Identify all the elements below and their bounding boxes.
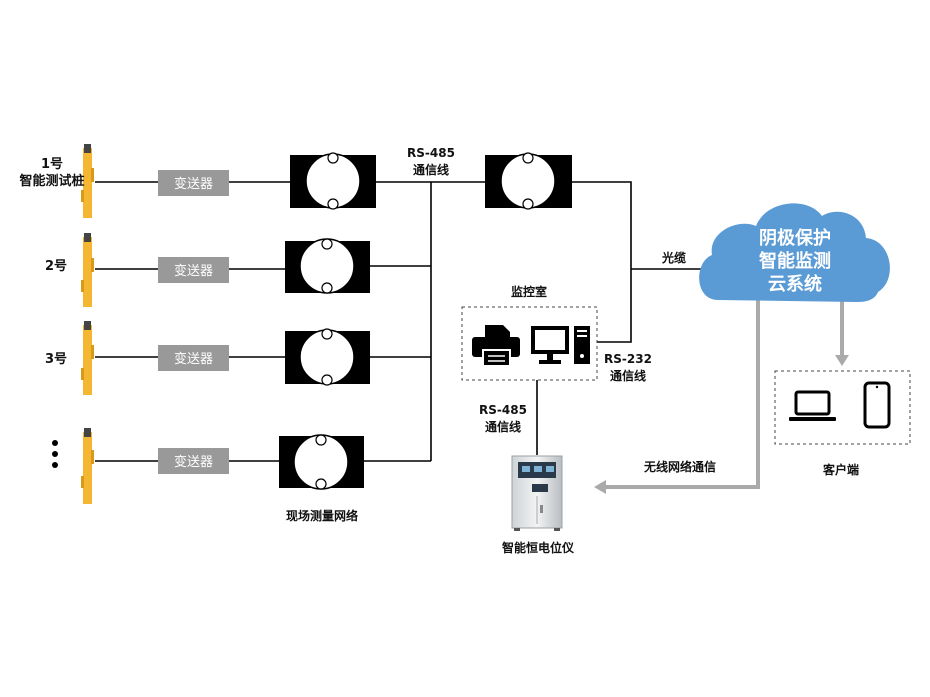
connection-lines (95, 181, 708, 462)
monitor-room-box (461, 306, 598, 381)
monitor-room-label: 监控室 (511, 284, 547, 299)
transmitter-3-label: 变送器 (174, 351, 213, 367)
test-pile-3 (81, 321, 94, 395)
desktop-computer-icon (531, 326, 590, 364)
coupler-main (485, 152, 572, 210)
pile-1-label-number: 1号 (41, 157, 63, 172)
test-pile-1 (81, 144, 94, 218)
potentiostat-label: 智能恒电位仪 (501, 540, 575, 555)
cloud-label-1: 阴极保护 (759, 227, 831, 249)
transmitter-4: 变送器 (158, 448, 229, 474)
rs232-label-2: 通信线 (610, 368, 646, 383)
coupler-1 (290, 152, 376, 210)
test-pile-2 (81, 233, 94, 307)
pile-3-label: 3号 (45, 352, 67, 367)
cloud-label-3: 云系统 (768, 273, 822, 295)
more-piles-dots (52, 440, 58, 468)
transmitter-4-label: 变送器 (174, 454, 213, 470)
transmitter-3: 变送器 (158, 345, 229, 371)
wireless-arrow (594, 300, 760, 494)
field-network-label: 现场测量网络 (286, 508, 358, 523)
rs232-label-1: RS-232 (604, 352, 652, 366)
fiber-label: 光缆 (661, 250, 686, 265)
transmitter-2-label: 变送器 (174, 263, 213, 279)
transmitter-1-label: 变送器 (174, 176, 213, 192)
transmitter-1: 变送器 (158, 170, 229, 196)
potentiostat-cabinet (511, 455, 563, 531)
test-pile-4 (81, 428, 94, 504)
rs485-top-label-2: 通信线 (413, 162, 449, 177)
smartphone-icon (863, 381, 891, 429)
transmitter-2: 变送器 (158, 257, 229, 283)
cloud-system: 阴极保护 智能监测 云系统 (699, 203, 890, 302)
client-arrow (835, 300, 849, 366)
laptop-icon (789, 390, 836, 421)
rs485-top-label-1: RS-485 (407, 146, 455, 160)
wireless-label: 无线网络通信 (643, 459, 716, 474)
client-label: 客户端 (822, 462, 859, 477)
cloud-label-2: 智能监测 (759, 250, 831, 272)
printer-icon (472, 325, 520, 367)
client-box (774, 370, 911, 445)
pile-1-label-name: 智能测试桩 (19, 173, 84, 189)
pile-2-label: 2号 (45, 259, 67, 274)
rs485-bottom-label-1: RS-485 (479, 403, 527, 417)
coupler-4 (279, 434, 364, 490)
coupler-2 (285, 238, 370, 294)
rs485-bottom-label-2: 通信线 (485, 419, 521, 434)
coupler-3 (285, 328, 370, 386)
